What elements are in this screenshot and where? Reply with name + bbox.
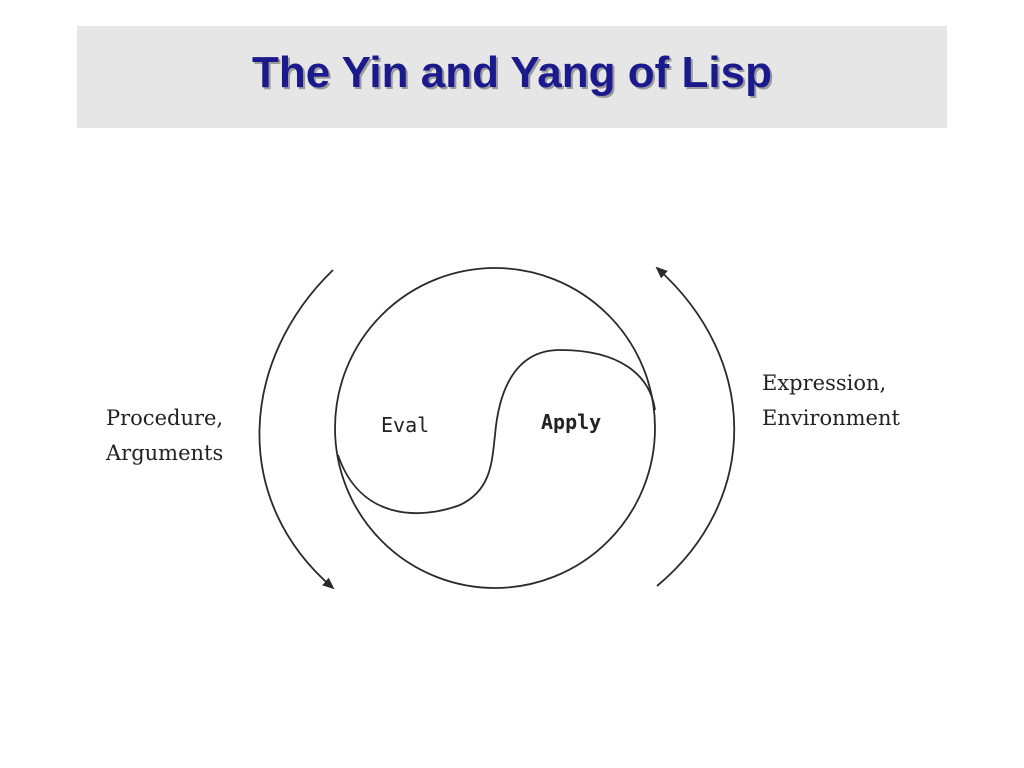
expression-label: Expression,: [762, 371, 886, 395]
title-bar: The Yin and Yang of Lisp: [77, 26, 947, 128]
yin-yang-s-curve: [337, 349, 656, 514]
eval-label: Eval: [381, 413, 429, 437]
right-arc-arrow: [655, 266, 735, 587]
procedure-label: Procedure,: [106, 406, 223, 430]
arguments-label: Arguments: [105, 441, 223, 465]
left-arc-arrow: [258, 269, 335, 590]
apply-label: Apply: [541, 410, 601, 434]
outer-circle: [334, 267, 656, 589]
environment-label: Environment: [762, 406, 901, 430]
slide-title: The Yin and Yang of Lisp: [252, 48, 772, 97]
